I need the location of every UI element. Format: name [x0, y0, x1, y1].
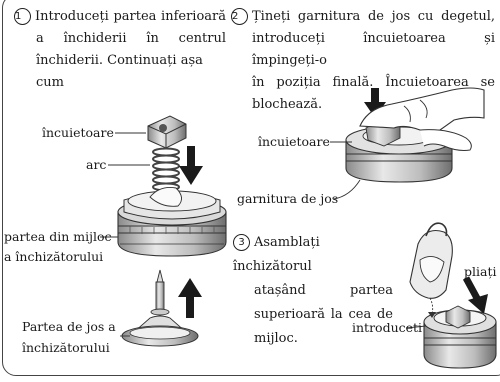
step1-text: 1 Introduceți partea inferioară a închide… — [14, 6, 226, 94]
label-middle-part: partea din mijloc a închizătorului — [4, 229, 112, 264]
assembled-closure — [409, 222, 497, 369]
step1-line3: închiderii. Continuați așa cum — [36, 53, 203, 90]
spring — [152, 147, 180, 192]
step1-line1: Introduceți partea inferioară — [35, 9, 226, 24]
arrow-fold-icon — [462, 276, 488, 314]
label-lock-left: încuietoare — [42, 125, 114, 140]
label-lock-right: încuietoare — [258, 134, 330, 149]
label-spring: arc — [86, 157, 107, 172]
step2-text: 2 Țineți garnitura de jos cu degetul, int… — [231, 6, 495, 116]
step2-number: 2 — [231, 8, 248, 25]
bottom-part — [121, 269, 199, 347]
label-fold: pliați — [464, 264, 497, 279]
closure-with-hand — [345, 87, 485, 183]
step3-line2: atașând partea — [254, 283, 393, 298]
step3-line1: Asamblați închizătorul — [233, 235, 320, 274]
middle-part — [117, 186, 227, 257]
step2-line4: blochează. — [252, 97, 323, 112]
arrow-up-icon — [178, 278, 202, 318]
arrow-down-icon — [179, 146, 203, 185]
lock-piece-left — [147, 115, 187, 149]
step3-number: 3 — [233, 234, 250, 251]
label-bottom-part: Partea de jos a închizătorului — [22, 319, 116, 355]
step2-line1: Țineți garnitura de jos cu degetul, — [252, 9, 495, 24]
step3-line3: superioară la cea de — [254, 307, 393, 322]
step2-line2: introduceți încuietoarea și împingeți-o — [252, 31, 495, 68]
step3-line4: mijloc. — [254, 331, 298, 346]
step1-line2: a închiderii în centrul — [36, 31, 226, 46]
label-gasket: garnitura de jos — [237, 191, 339, 206]
step2-line3: în poziția finală. Încuietoarea se — [252, 75, 495, 90]
label-insert: introduceti — [352, 320, 423, 335]
step1-number: 1 — [14, 8, 31, 25]
